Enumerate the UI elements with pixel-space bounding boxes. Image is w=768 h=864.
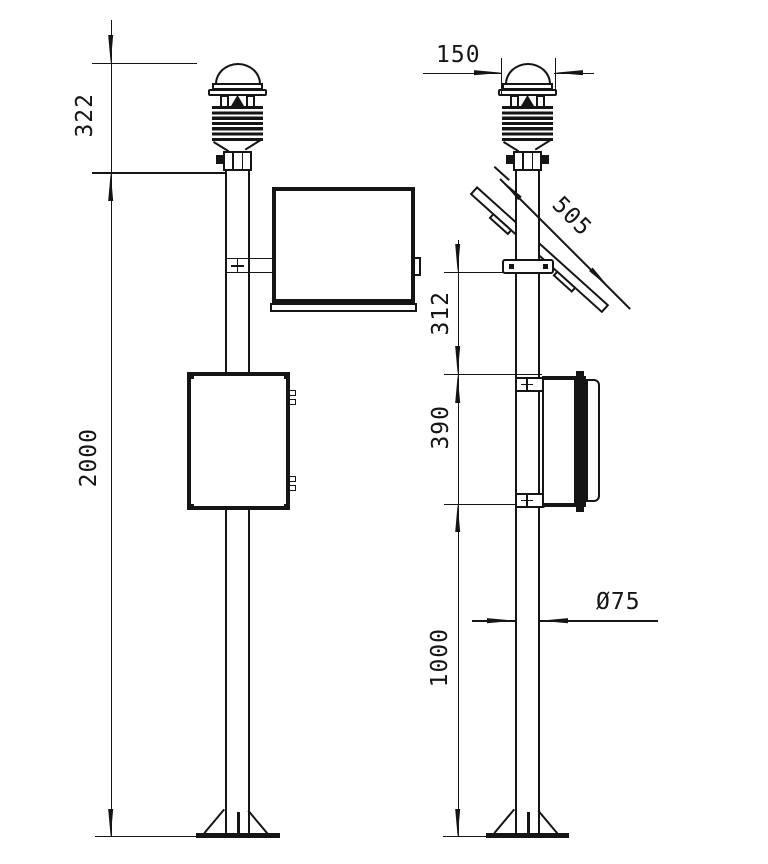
dim-label-1000: 1000 bbox=[427, 628, 453, 688]
arm-line bbox=[225, 257, 272, 259]
sensor-mount-line bbox=[531, 153, 533, 169]
sensor-louvers bbox=[212, 106, 263, 143]
sensor-mount bbox=[223, 151, 252, 171]
dim-arrow bbox=[108, 173, 114, 201]
sensor-bolt bbox=[506, 155, 513, 164]
sensor-peak bbox=[231, 95, 244, 106]
dim-arrow bbox=[474, 70, 502, 76]
dim-label-322: 322 bbox=[72, 93, 98, 138]
base-plate bbox=[486, 833, 569, 838]
dim-label-312: 312 bbox=[428, 291, 454, 336]
sensor-mount-line bbox=[522, 153, 524, 169]
cabinet-screw bbox=[191, 376, 194, 379]
dim-arrow bbox=[540, 618, 568, 624]
dim-arrow bbox=[455, 244, 461, 272]
extension-line bbox=[92, 62, 197, 64]
base-plate bbox=[196, 833, 280, 838]
ground-line bbox=[443, 835, 486, 837]
extension-line bbox=[554, 58, 556, 94]
arm-line bbox=[225, 271, 272, 273]
dim-arrow bbox=[588, 267, 611, 290]
dimension-line bbox=[540, 620, 658, 622]
cabinet-hinge bbox=[289, 485, 296, 491]
sensor-dome bbox=[505, 63, 551, 84]
cabinet-door-edge bbox=[574, 376, 585, 507]
dim-arrow bbox=[108, 809, 114, 837]
gusset bbox=[203, 808, 225, 834]
cabinet-hinge-nub bbox=[576, 371, 584, 376]
cabinet-screw bbox=[284, 376, 287, 379]
sensor-peak bbox=[521, 95, 534, 106]
anchor-stub bbox=[237, 812, 240, 835]
dimension-line bbox=[423, 72, 502, 74]
solar-panel-side-tab bbox=[413, 257, 421, 276]
clamp-bolt bbox=[542, 264, 548, 269]
sensor-bolt bbox=[542, 155, 549, 164]
cabinet-screw bbox=[191, 504, 194, 507]
gusset bbox=[493, 808, 515, 834]
cabinet-hinge bbox=[289, 390, 296, 396]
cabinet-hinge bbox=[289, 399, 296, 405]
extension-line bbox=[500, 58, 502, 94]
equipment-cabinet-front bbox=[187, 372, 290, 510]
dimension-line bbox=[457, 240, 459, 837]
dim-arrow bbox=[108, 35, 114, 63]
ground-line bbox=[95, 835, 196, 837]
sensor-bolt bbox=[216, 155, 223, 164]
dim-label-150: 150 bbox=[436, 42, 481, 68]
dim-arrow bbox=[555, 70, 583, 76]
sensor-mount bbox=[513, 151, 542, 171]
sensor-louvers bbox=[502, 106, 553, 143]
dim-label-2000: 2000 bbox=[76, 428, 102, 488]
anchor-stub bbox=[527, 812, 530, 835]
cabinet-screw bbox=[284, 504, 287, 507]
cabinet-door-panel bbox=[586, 379, 600, 502]
solar-panel-front bbox=[272, 187, 415, 303]
extension-line bbox=[92, 172, 225, 174]
dim-label-diameter: Ø75 bbox=[596, 589, 641, 615]
gusset bbox=[537, 810, 559, 836]
sensor-mount-line bbox=[232, 153, 234, 169]
arm-bolt-cross bbox=[230, 265, 244, 267]
extension-line bbox=[444, 503, 516, 505]
cabinet-hinge bbox=[289, 476, 296, 482]
dim-arrow bbox=[455, 504, 461, 532]
gusset bbox=[247, 810, 269, 836]
bracket-bolt-cross bbox=[520, 499, 533, 501]
sensor-dome bbox=[215, 63, 261, 84]
dim-label-390: 390 bbox=[428, 405, 454, 450]
solar-panel-bottom-strip bbox=[270, 303, 417, 312]
extension-line bbox=[444, 373, 542, 375]
pole-clamp bbox=[502, 259, 554, 274]
sensor-ring bbox=[208, 89, 267, 96]
sensor-ring bbox=[498, 89, 557, 96]
bracket-bolt-cross bbox=[520, 383, 533, 385]
cabinet-hinge-nub bbox=[576, 507, 584, 512]
dim-arrow bbox=[487, 618, 515, 624]
dim-arrow bbox=[455, 375, 461, 403]
dim-arrow bbox=[455, 346, 461, 374]
extension-line bbox=[444, 271, 503, 273]
sensor-mount-line bbox=[241, 153, 243, 169]
dimension-line bbox=[110, 20, 112, 837]
dim-arrow bbox=[455, 809, 461, 837]
clamp-bolt bbox=[508, 264, 514, 269]
